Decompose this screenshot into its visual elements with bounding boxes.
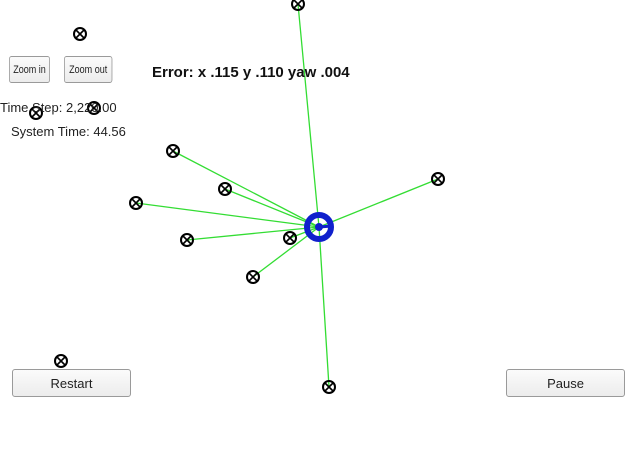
crossed-circle-icon	[322, 380, 336, 394]
zoom-out-button[interactable]: Zoom out	[64, 56, 113, 83]
landmarks	[29, 0, 445, 394]
crossed-circle-icon	[73, 27, 87, 41]
sensor-ray	[135, 202, 320, 228]
sensor-ray	[186, 226, 320, 241]
restart-button[interactable]: Restart	[12, 369, 131, 397]
sensor-ray	[224, 188, 320, 228]
crossed-circle-icon	[129, 196, 143, 210]
time-step-label: Time Step: 2,220.00	[0, 100, 117, 115]
sensor-ray	[172, 150, 320, 228]
error-readout: Error: x .115 y .110 yaw .004	[152, 64, 350, 81]
sensor-ray	[318, 178, 439, 228]
crossed-circle-icon	[283, 231, 297, 245]
sensor-rays	[135, 3, 439, 388]
sensor-ray	[297, 3, 320, 228]
crossed-circle-icon	[246, 270, 260, 284]
zoom-in-button[interactable]: Zoom in	[9, 56, 50, 83]
crossed-circle-icon	[29, 106, 43, 120]
crossed-circle-icon	[54, 354, 68, 368]
pause-button[interactable]: Pause	[506, 369, 625, 397]
sensor-ray	[318, 226, 330, 388]
robot-icon	[304, 212, 334, 242]
crossed-circle-icon	[180, 233, 194, 247]
crossed-circle-icon	[431, 172, 445, 186]
crossed-circle-icon	[87, 101, 101, 115]
system-time-label: System Time: 44.56	[11, 124, 126, 139]
crossed-circle-icon	[218, 182, 232, 196]
crossed-circle-icon	[291, 0, 305, 11]
crossed-circle-icon	[166, 144, 180, 158]
